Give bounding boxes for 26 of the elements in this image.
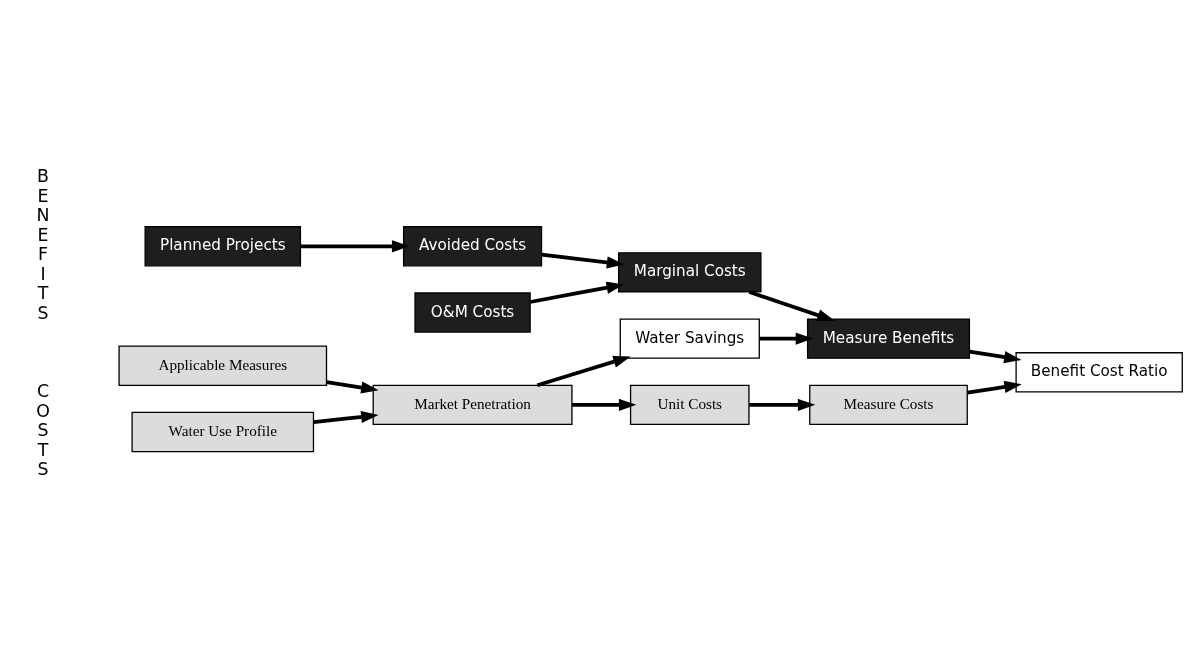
arrow xyxy=(536,355,631,387)
arrow xyxy=(541,252,625,268)
node-box: Measure Benefits xyxy=(806,317,971,359)
arrow xyxy=(300,239,410,252)
node-box: Applicable Measures xyxy=(118,345,328,386)
node-box: Water Use Profile xyxy=(131,411,315,452)
node-box: Market Penetration xyxy=(372,384,573,425)
node-box: Avoided Costs xyxy=(402,225,543,266)
label: COSTS xyxy=(36,380,50,479)
arrow xyxy=(748,289,835,321)
arrow xyxy=(749,398,816,411)
arrow xyxy=(969,349,1022,363)
node-box: Planned Projects xyxy=(144,225,302,266)
node-box: Benefit Cost Ratio xyxy=(1015,351,1183,392)
arrow xyxy=(529,281,624,304)
arrow xyxy=(326,379,379,393)
arrow xyxy=(572,398,637,411)
arrow xyxy=(313,410,379,424)
node-box: O&M Costs xyxy=(414,291,531,333)
node-box: Water Savings xyxy=(619,317,760,359)
node-box: Unit Costs xyxy=(629,384,750,425)
label: BENEFITS xyxy=(36,165,50,323)
arrow xyxy=(967,380,1022,395)
arrow xyxy=(759,332,814,345)
node-box: Marginal Costs xyxy=(618,251,762,293)
node-box: Measure Costs xyxy=(809,384,968,425)
